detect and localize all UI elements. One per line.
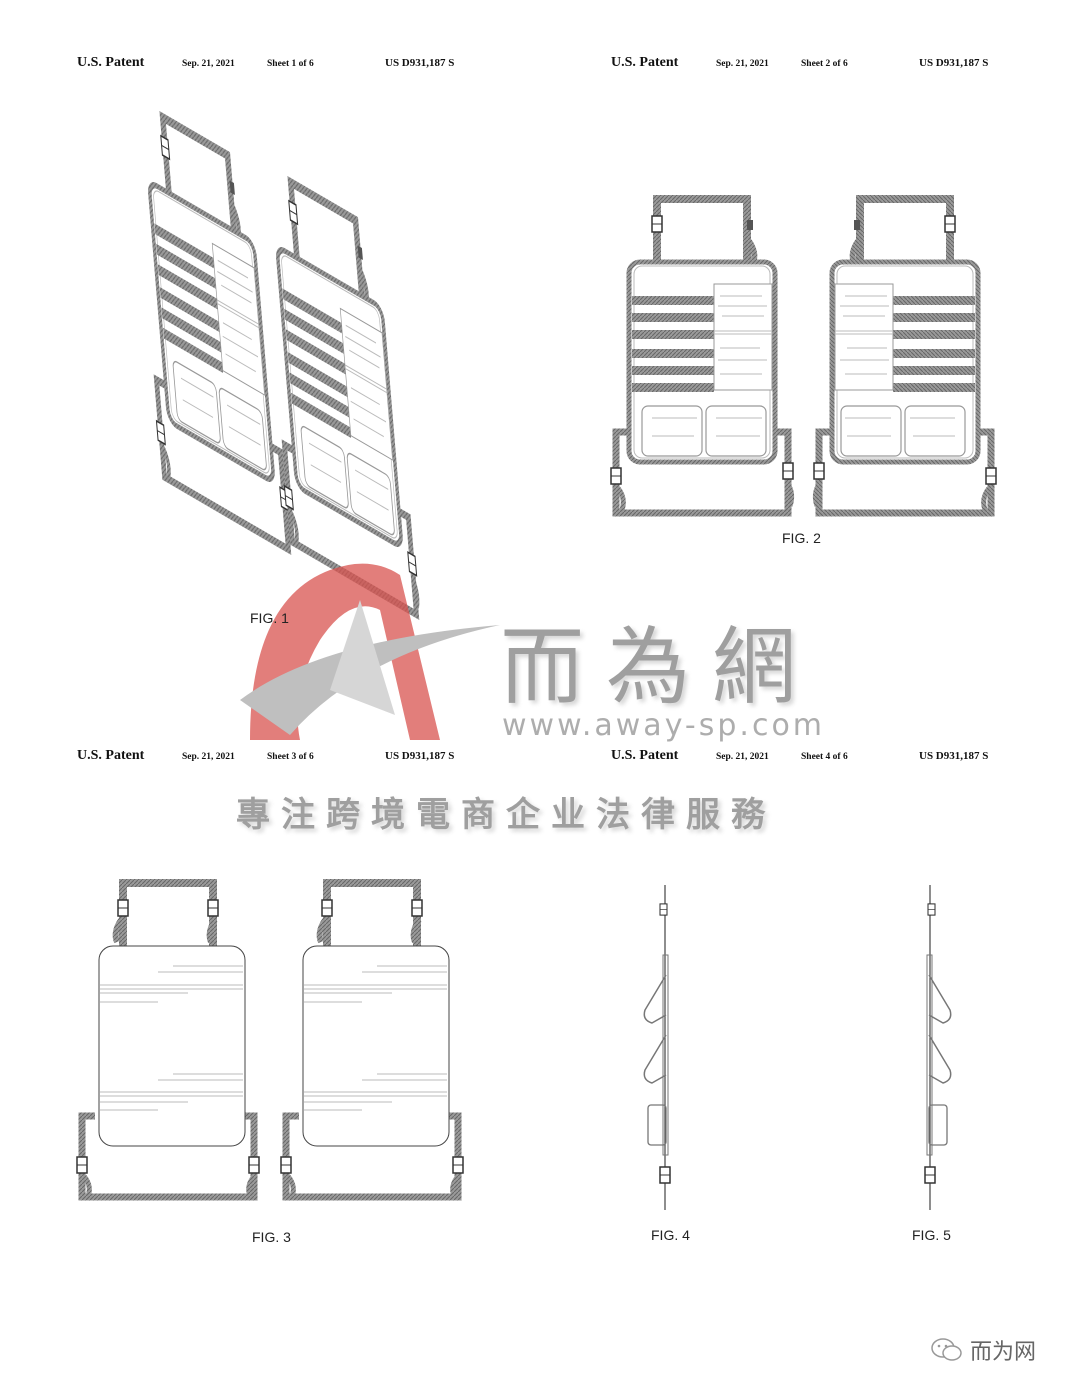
fig-3-label: FIG. 3 [252, 1229, 291, 1245]
patent-title: U.S. Patent [77, 748, 145, 763]
sheet-3-header: U.S. Patent Sep. 21, 2021 Sheet 3 of 6 U… [77, 748, 477, 768]
wechat-account-badge: 而为网 [930, 1334, 1036, 1366]
patent-number: US D931,187 S [919, 750, 989, 762]
patent-title: U.S. Patent [611, 748, 679, 763]
patent-number: US D931,187 S [919, 57, 989, 69]
fig-5-label: FIG. 5 [912, 1227, 951, 1243]
sheet-2-header: U.S. Patent Sep. 21, 2021 Sheet 2 of 6 U… [611, 55, 1011, 75]
patent-number: US D931,187 S [385, 750, 455, 762]
fig-4-label: FIG. 4 [651, 1227, 690, 1243]
patent-date: Sep. 21, 2021 [182, 59, 235, 69]
patent-date: Sep. 21, 2021 [716, 752, 769, 762]
fig-2-label: FIG. 2 [782, 530, 821, 546]
sheet-number: Sheet 2 of 6 [801, 59, 848, 69]
watermark-url: www.away-sp.com [502, 708, 826, 743]
sheet-number: Sheet 3 of 6 [267, 752, 314, 762]
fig1-drawing [130, 98, 420, 616]
fig-1-label: FIG. 1 [250, 610, 289, 626]
watermark-slogan: 專注跨境電商企业法律服務 [236, 795, 776, 835]
sheet-1-header: U.S. Patent Sep. 21, 2021 Sheet 1 of 6 U… [77, 55, 477, 75]
fig2-drawing [611, 199, 996, 513]
fig4-drawing [644, 885, 670, 1210]
patent-number: US D931,187 S [385, 57, 455, 69]
sheet-number: Sheet 4 of 6 [801, 752, 848, 762]
fig5-drawing [925, 885, 951, 1210]
sheet-number: Sheet 1 of 6 [267, 59, 314, 69]
sheet-4-header: U.S. Patent Sep. 21, 2021 Sheet 4 of 6 U… [611, 748, 1011, 768]
fig3-drawing [77, 883, 463, 1197]
watermark-brand: 而為網 [500, 618, 819, 716]
wechat-icon [931, 1338, 962, 1361]
wechat-account-name: 而为网 [970, 1340, 1037, 1365]
patent-date: Sep. 21, 2021 [716, 59, 769, 69]
patent-title: U.S. Patent [611, 55, 679, 70]
patent-date: Sep. 21, 2021 [182, 752, 235, 762]
patent-title: U.S. Patent [77, 55, 145, 70]
watermark-logo [240, 563, 500, 740]
